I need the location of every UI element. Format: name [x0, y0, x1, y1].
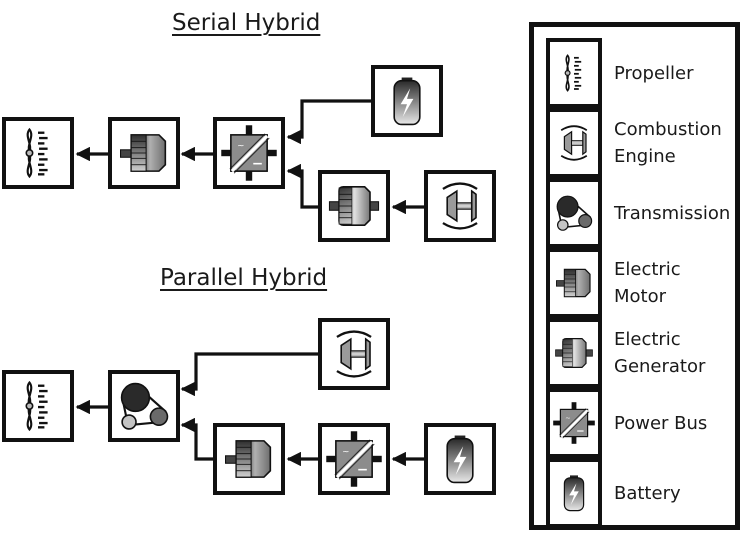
- serial-electric-motor: [108, 117, 180, 189]
- propeller-icon: [6, 121, 70, 185]
- legend-label: Electric: [614, 329, 681, 350]
- legend-item-power-bus: Power Bus: [546, 388, 736, 458]
- electric-generator-icon: [550, 322, 598, 384]
- legend-item-propeller: Propeller: [546, 38, 736, 108]
- legend-label: Battery: [614, 482, 681, 504]
- legend: Propeller Combustion Engine Transmission…: [529, 22, 740, 530]
- electric-motor-icon: [112, 121, 176, 185]
- battery-icon: [375, 69, 439, 133]
- propeller-icon: [550, 42, 598, 104]
- transmission-icon: [550, 182, 598, 244]
- flow-battery-to-bus: [286, 99, 372, 145]
- serial-power-bus: [213, 117, 285, 189]
- legend-item-transmission: Transmission: [546, 178, 736, 248]
- propeller-icon: [6, 374, 70, 438]
- battery-icon: [550, 462, 598, 524]
- combustion-engine-icon: [550, 112, 598, 174]
- parallel-propeller: [2, 370, 74, 442]
- legend-label: Propeller: [614, 62, 694, 84]
- serial-hybrid-title: Serial Hybrid: [172, 10, 321, 36]
- serial-electric-generator: [318, 170, 390, 242]
- legend-label: Engine: [614, 146, 676, 167]
- legend-item-electric-generator: Electric Generator: [546, 318, 736, 388]
- serial-propeller: [2, 117, 74, 189]
- legend-item-combustion-engine: Combustion Engine: [546, 108, 736, 178]
- legend-label: Combustion: [614, 119, 722, 140]
- transmission-icon: [112, 374, 176, 438]
- parallel-combustion-engine: [318, 318, 390, 390]
- electric-motor-icon: [550, 252, 598, 314]
- flow-generator-to-bus: [286, 163, 318, 209]
- power-bus-icon: [217, 121, 281, 185]
- serial-combustion-engine: [424, 170, 496, 242]
- flow-motor-to-transmission: [180, 417, 213, 461]
- legend-label: Transmission: [614, 202, 731, 224]
- parallel-transmission: [108, 370, 180, 442]
- legend-label: Generator: [614, 356, 706, 377]
- flow-engine-to-transmission: [180, 352, 319, 397]
- combustion-engine-icon: [428, 174, 492, 238]
- legend-item-battery: Battery: [546, 458, 736, 528]
- combustion-engine-icon: [322, 322, 386, 386]
- electric-generator-icon: [322, 174, 386, 238]
- power-bus-icon: [322, 427, 386, 491]
- battery-icon: [428, 427, 492, 491]
- legend-label: Electric: [614, 259, 681, 280]
- serial-battery: [371, 65, 443, 137]
- electric-motor-icon: [217, 427, 281, 491]
- parallel-battery: [424, 423, 496, 495]
- power-bus-icon: [550, 392, 598, 454]
- parallel-power-bus: [318, 423, 390, 495]
- parallel-hybrid-title: Parallel Hybrid: [160, 265, 328, 291]
- legend-label: Motor: [614, 286, 667, 307]
- parallel-electric-motor: [213, 423, 285, 495]
- legend-item-electric-motor: Electric Motor: [546, 248, 736, 318]
- legend-label: Power Bus: [614, 412, 708, 434]
